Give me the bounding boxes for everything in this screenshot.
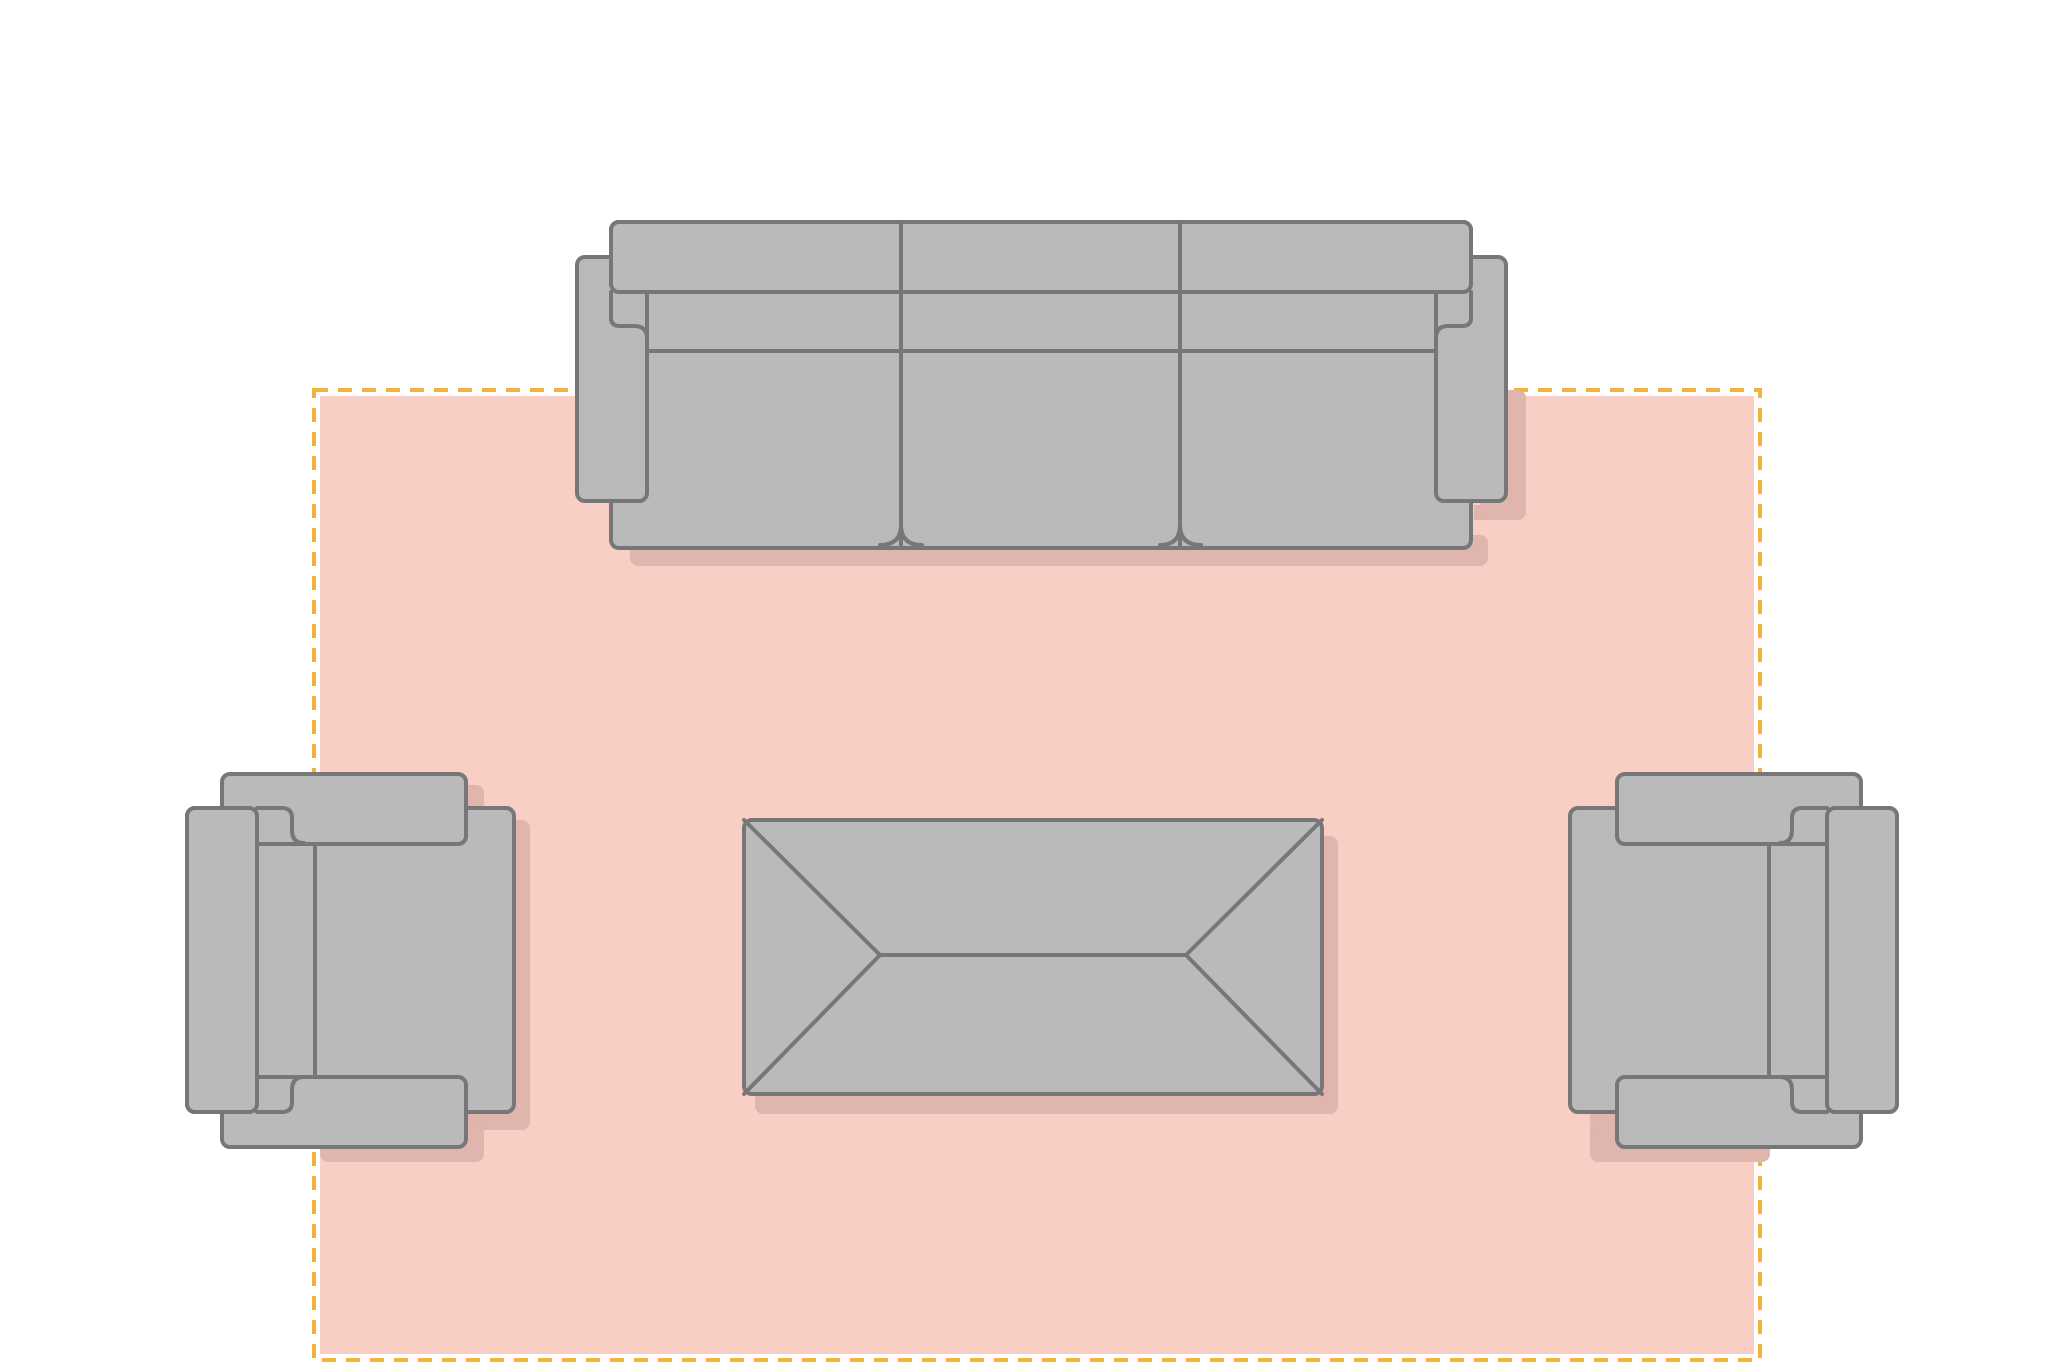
armchair-left [185, 772, 530, 1162]
armchair-right-body [1568, 806, 1864, 1114]
armchair-left-body [220, 806, 516, 1114]
coffee-table-bevel [742, 818, 882, 957]
armchair-right-back-top [1825, 806, 1899, 1114]
coffee-table-bevel [1184, 953, 1324, 1096]
sofa-seat-curve [1158, 523, 1203, 547]
sofa-body [609, 284, 1473, 550]
coffee-table-bevel [742, 953, 882, 1096]
coffee-table-bevel [1184, 818, 1324, 957]
armchair-right-top-notch [1778, 806, 1829, 845]
armchair-left-bottom-notch [255, 1075, 306, 1114]
sofa-seat-curve [878, 523, 924, 547]
coffee-table [742, 818, 1338, 1114]
armchair-left-top-notch [255, 806, 306, 845]
sofa-right-arm-notch [1434, 290, 1473, 340]
armchair-right-bottom-notch [1778, 1075, 1829, 1114]
sofa-left-arm-notch [609, 290, 649, 340]
armchair-left-back-top [185, 806, 259, 1114]
sofa [575, 220, 1526, 566]
sofa-back-top [609, 220, 1473, 294]
armchair-right [1568, 772, 1899, 1162]
